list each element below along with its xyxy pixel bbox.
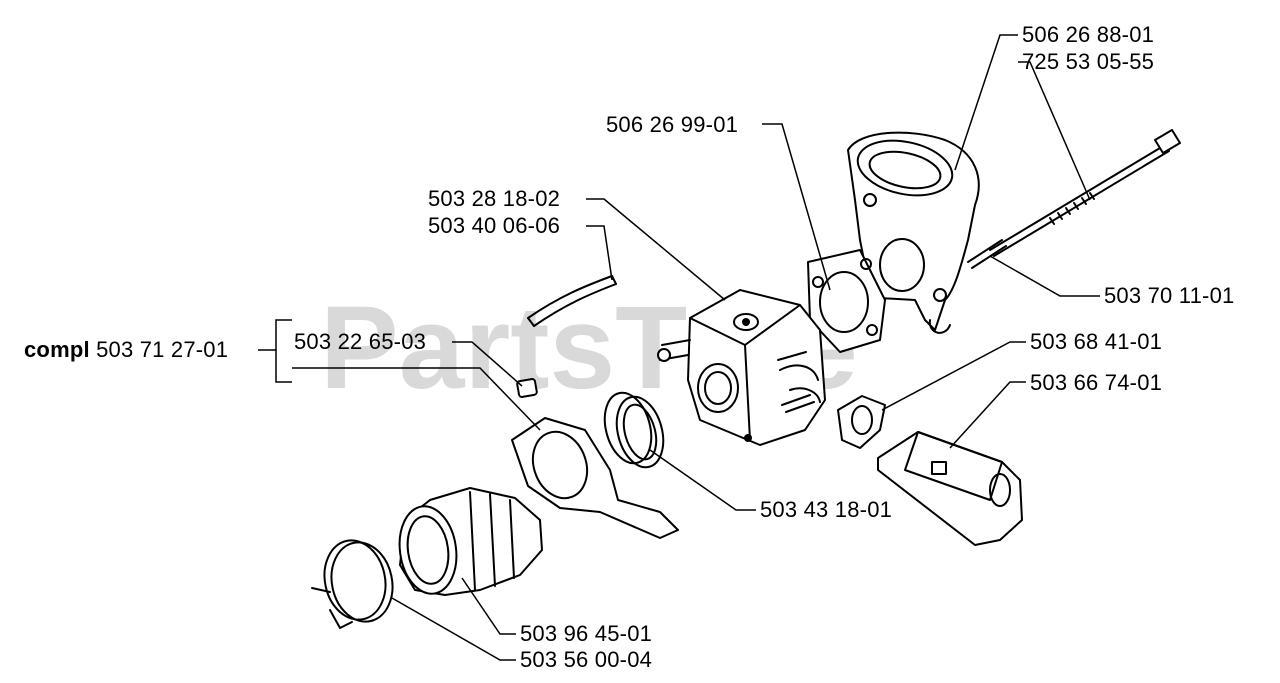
- filter-holder-part[interactable]: [877, 431, 1023, 546]
- flange-bracket-part[interactable]: [511, 378, 679, 539]
- bolt-part[interactable]: [989, 129, 1181, 257]
- part-label-506-26-99-01: 506 26 99-01: [606, 112, 739, 137]
- part-label-503-56-00-04: 503 56 00-04: [520, 647, 653, 672]
- part-label-503-43-18-01: 503 43 18-01: [760, 497, 893, 522]
- intake-elbow-part[interactable]: [847, 131, 980, 334]
- hose-clamp-part[interactable]: [311, 535, 400, 629]
- seal-ring-part[interactable]: [597, 388, 670, 473]
- part-label-725-53-05-55: 725 53 05-55: [1022, 49, 1155, 74]
- part-label-compl-503-71-27-01: compl 503 71 27-01: [24, 338, 228, 362]
- part-label-503-68-41-01: 503 68 41-01: [1030, 329, 1163, 354]
- compl-prefix: compl: [24, 337, 90, 362]
- part-label-503-40-06-06: 503 40 06-06: [428, 213, 561, 238]
- part-label-503-28-18-02: 503 28 18-02: [428, 186, 561, 211]
- carburetor-part[interactable]: [657, 289, 826, 446]
- fuel-hose-part[interactable]: [527, 275, 617, 327]
- intake-boot-part[interactable]: [394, 487, 543, 597]
- part-label-503-66-74-01: 503 66 74-01: [1030, 370, 1163, 395]
- leader-lines: [258, 34, 1100, 661]
- pin-part[interactable]: [967, 239, 1007, 269]
- part-label-503-70-11-01: 503 70 11-01: [1104, 283, 1235, 308]
- part-label-506-26-88-01: 506 26 88-01: [1022, 22, 1155, 47]
- part-label-503-22-65-03: 503 22 65-03: [294, 329, 427, 354]
- compl-number: 503 71 27-01: [96, 337, 229, 362]
- clip-part[interactable]: [837, 395, 886, 449]
- part-label-503-96-45-01: 503 96 45-01: [520, 621, 653, 646]
